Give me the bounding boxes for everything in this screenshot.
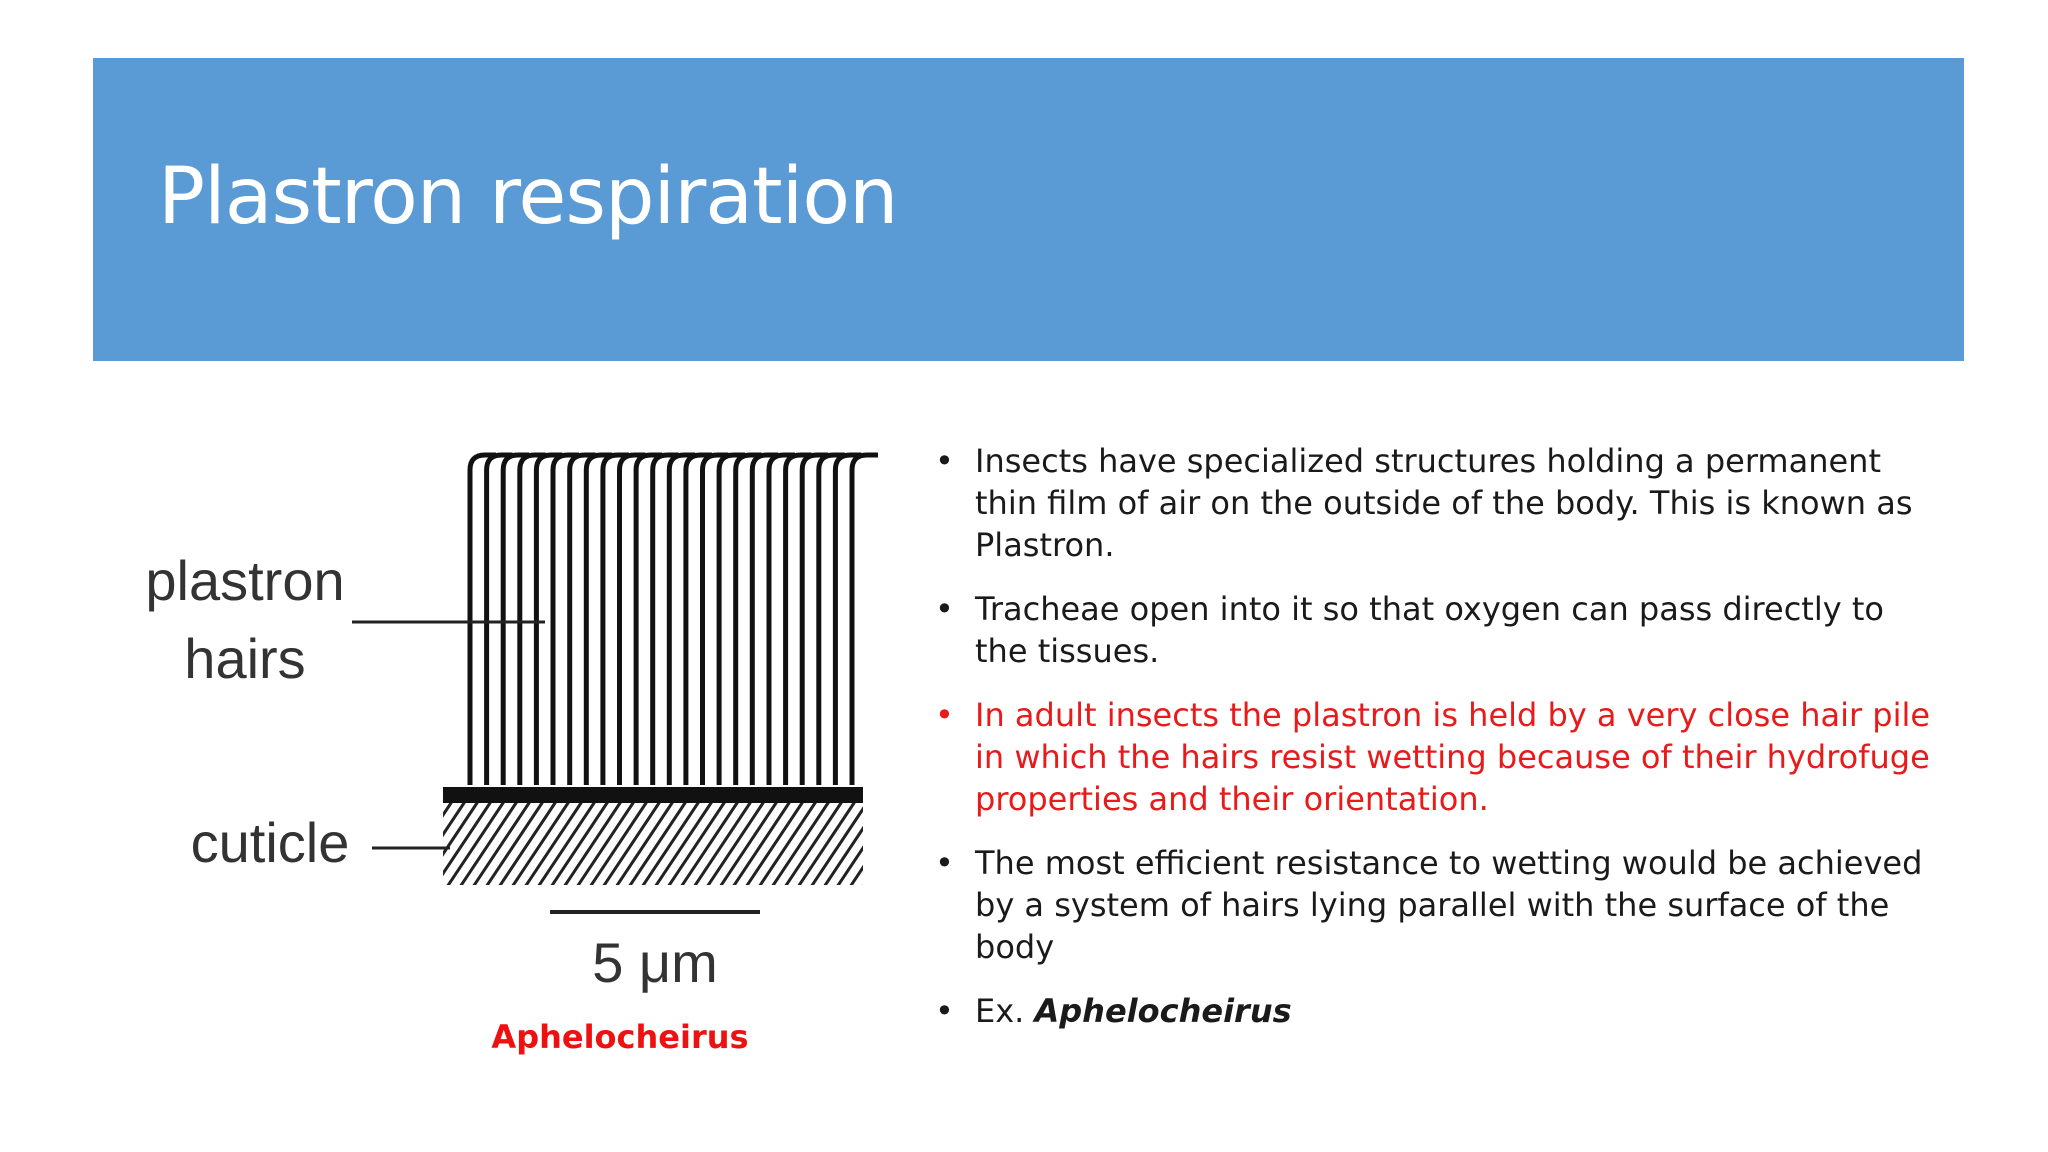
cuticle-hatch-line <box>524 799 585 885</box>
cuticle-hatch-line <box>537 799 598 885</box>
cuticle-hatch-line <box>511 799 572 885</box>
cuticle-hatch-line <box>498 799 559 885</box>
bullet-text: Ex. <box>975 992 1035 1030</box>
plastron-hair <box>749 452 779 795</box>
bullet-item: • Insects have specialized structures ho… <box>935 440 1945 566</box>
plastron-hair <box>617 452 646 795</box>
bullet-text: Insects have specialized structures hold… <box>975 442 1913 564</box>
plastron-hair <box>816 452 845 795</box>
plastron-hair <box>733 452 762 795</box>
figure-caption: Aphelocheirus <box>491 1018 749 1056</box>
cuticle-hatch-line <box>836 845 863 885</box>
cuticle-hatch-line <box>459 799 520 885</box>
bullet-text: In adult insects the plastron is held by… <box>975 696 1931 818</box>
cuticle-hatch-line <box>443 799 494 877</box>
bullet-marker: • <box>935 442 954 480</box>
cuticle-hatch-line <box>443 799 468 838</box>
plastron-hair <box>683 452 712 795</box>
cuticle-hatch-line <box>771 799 832 885</box>
plastron-hair <box>799 452 829 795</box>
cuticle-hatch-line <box>628 799 689 885</box>
plastron-hair <box>533 452 563 795</box>
plastron-hair <box>832 452 862 795</box>
bullet-marker: • <box>935 844 954 882</box>
label-cuticle: cuticle <box>191 811 350 874</box>
cuticle-hatch-line <box>446 799 507 885</box>
bullet-item-example: • Ex. Aphelocheirus <box>935 990 1945 1032</box>
plastron-hair <box>600 452 629 795</box>
bullet-list: • Insects have specialized structures ho… <box>935 440 1945 1054</box>
cuticle-hatch-line <box>602 799 663 885</box>
example-species-name: Aphelocheirus <box>1034 992 1292 1030</box>
cuticle-hatch-line <box>615 799 676 885</box>
cuticle-hatch-line <box>732 799 793 885</box>
cuticle-hatching <box>380 799 900 890</box>
cuticle-hatch-line <box>706 799 767 885</box>
plastron-hair <box>700 452 729 795</box>
cuticle-hatch-line <box>810 806 863 885</box>
bullet-item: • The most efficient resistance to wetti… <box>935 842 1945 968</box>
bullet-marker: • <box>935 590 954 628</box>
plastron-hair <box>783 452 812 795</box>
cuticle-hatch-line <box>797 799 858 885</box>
cuticle-hatch-line <box>874 800 900 890</box>
slide-title: Plastron respiration <box>158 152 898 242</box>
plastron-hair <box>766 452 795 795</box>
cuticle-hatch-line <box>641 799 702 885</box>
cuticle-surface-band <box>443 787 863 803</box>
cuticle-hatch-line <box>680 799 741 885</box>
plastron-hair <box>550 452 579 795</box>
plastron-hair <box>633 452 663 795</box>
cuticle-hatch-line <box>849 864 863 885</box>
plastron-hair <box>500 452 530 795</box>
scale-label: 5 μm <box>592 931 718 994</box>
plastron-hair <box>583 452 613 795</box>
plastron-diagram: plastron hairs cuticle 5 μm <box>140 400 900 1080</box>
cuticle-hatch-line <box>667 799 728 885</box>
cuticle-hatch-line <box>550 799 611 885</box>
plastron-hair <box>484 452 513 795</box>
cuticle-hatch-line <box>563 799 624 885</box>
bullet-item-highlighted: • In adult insects the plastron is held … <box>935 694 1945 820</box>
plastron-hair <box>517 452 546 795</box>
plastron-hair <box>666 452 696 795</box>
bullet-text: Tracheae open into it so that oxygen can… <box>975 590 1884 670</box>
plastron-hair <box>467 452 496 795</box>
title-banner: Plastron respiration <box>93 58 1964 361</box>
bullet-item: • Tracheae open into it so that oxygen c… <box>935 588 1945 672</box>
plastron-hairs-drawing <box>467 452 878 795</box>
cuticle-hatch-line <box>745 799 806 885</box>
label-hairs: hairs <box>184 627 305 690</box>
plastron-hair <box>650 452 679 795</box>
cuticle-hatch-line <box>472 799 533 885</box>
plastron-hair <box>567 452 596 795</box>
plastron-hair <box>849 452 878 795</box>
bullet-text: The most efficient resistance to wetting… <box>975 844 1923 966</box>
cuticle-hatch-line <box>589 799 650 885</box>
cuticle-hatch-line <box>862 884 863 885</box>
cuticle-hatch-line <box>576 799 637 885</box>
cuticle-hatch-line <box>758 799 819 885</box>
cuticle-hatch-line <box>719 799 780 885</box>
label-plastron: plastron <box>145 549 344 612</box>
cuticle-hatch-line <box>654 799 715 885</box>
plastron-hair <box>716 452 746 795</box>
cuticle-hatch-line <box>380 800 440 890</box>
cuticle-hatch-line <box>485 799 546 885</box>
cuticle-hatch-line <box>693 799 754 885</box>
cuticle-hatch-line <box>443 799 481 857</box>
plastron-diagram-svg: plastron hairs cuticle 5 μm <box>145 452 900 994</box>
cuticle-hatch-line <box>823 825 863 885</box>
bullet-marker: • <box>935 992 954 1030</box>
cuticle-hatch-line <box>887 800 900 890</box>
bullet-marker: • <box>935 696 954 734</box>
cuticle-hatch-line <box>784 799 845 885</box>
